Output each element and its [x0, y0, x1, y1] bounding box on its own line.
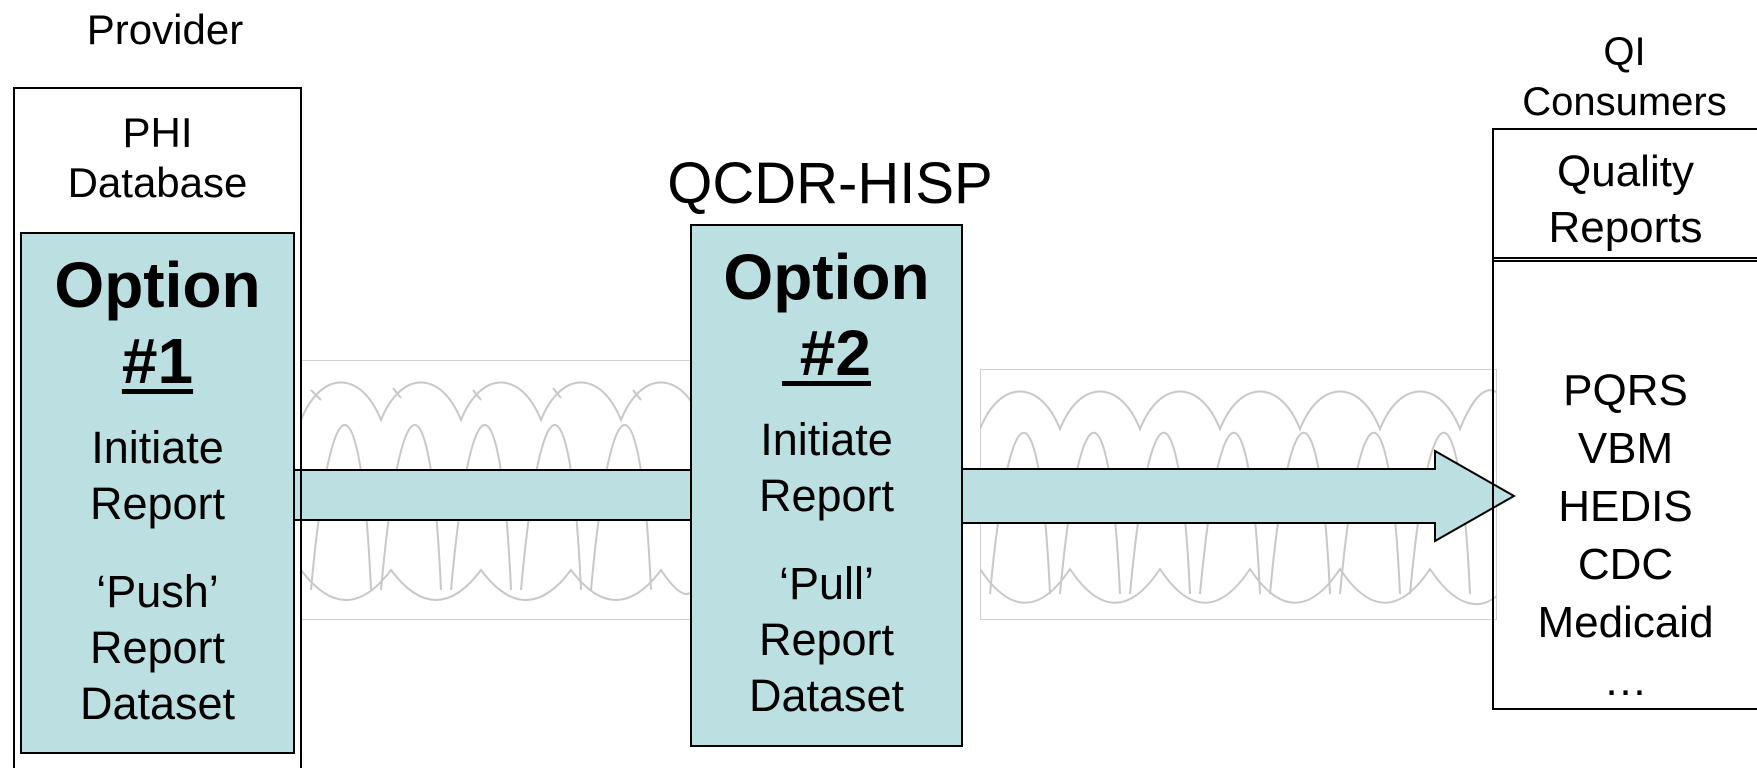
quality-reports-box: Quality Reports PQRS VBM HEDIS CDC Medic… — [1492, 128, 1757, 710]
option-1-step2-line3: Dataset — [79, 678, 236, 729]
program-medicaid: Medicaid — [1537, 598, 1714, 647]
program-ellipsis: … — [1603, 656, 1648, 705]
program-hedis: HEDIS — [1558, 482, 1693, 531]
quality-reports-line1: Quality — [1557, 147, 1694, 196]
option-2-step2-line1: ‘Pull’ — [778, 558, 875, 609]
option-1-step1-line1: Initiate — [91, 422, 224, 473]
option-1-step2-line1: ‘Push’ — [96, 566, 219, 617]
option-2-box: Option #2 Initiate Report ‘Pull’ Report … — [690, 224, 963, 747]
arrow-right-icon — [961, 449, 1517, 543]
option-2-step2-line2: Report — [758, 614, 895, 665]
phi-database-label-line2: Database — [67, 159, 248, 206]
option-1-box: Option #1 Initiate Report ‘Push’ Report … — [20, 232, 295, 754]
qi-consumers-label: QI Consumers — [1492, 27, 1757, 127]
option-1-title: Option — [54, 249, 261, 321]
provider-label: Provider — [86, 6, 244, 53]
qi-consumers-label-line2: Consumers — [1522, 80, 1727, 124]
option-2-title: Option — [723, 241, 930, 313]
program-vbm: VBM — [1577, 424, 1674, 473]
option-2-number: #2 — [782, 317, 871, 389]
quality-reports-line2: Reports — [1548, 203, 1703, 252]
qi-consumers-label-line1: QI — [1603, 30, 1646, 74]
quality-reports-divider — [1494, 257, 1757, 262]
option-2-step2-line3: Dataset — [748, 670, 905, 721]
program-cdc: CDC — [1577, 540, 1674, 589]
qcdr-hisp-label: QCDR-HISP — [667, 151, 993, 216]
phi-database-label-line1: PHI — [122, 109, 193, 156]
option-1-number: #1 — [121, 325, 194, 397]
connector-bar — [293, 469, 692, 521]
option-2-step1-line2: Report — [758, 470, 895, 521]
option-2-step1-line1: Initiate — [760, 414, 893, 465]
option-1-step1-line2: Report — [89, 478, 226, 529]
phi-database-box: PHI Database — [13, 87, 302, 768]
program-pqrs: PQRS — [1563, 366, 1688, 415]
option-1-step2-line2: Report — [89, 622, 226, 673]
